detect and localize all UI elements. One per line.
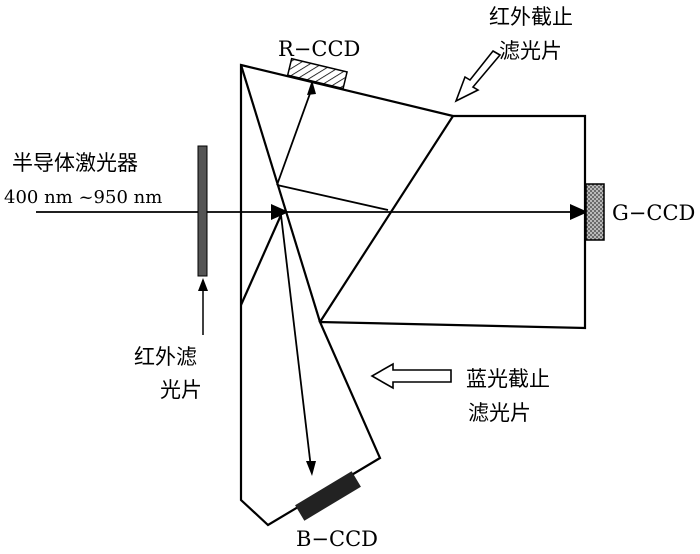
ir-cut-label-line2: 滤光片 [499,39,562,63]
prism-boundary-main [239,64,322,323]
blue-cut-label-line1: 蓝光截止 [466,367,550,391]
r-ccd-label: R−CCD [278,37,360,61]
r-ccd-sensor [286,57,348,90]
ir-cut-label-line1: 红外截止 [489,5,573,29]
ray-to-r-ccd [276,87,313,186]
red-filter-label-line1: 红外滤 [134,345,197,369]
blue-cut-arrow [370,362,452,390]
wavelength-label: 400 nm ~950 nm [4,187,162,208]
arrowhead-beam-end [570,204,588,220]
ray-upper-reflect [276,184,389,211]
b-ccd-sensor [295,471,361,521]
red-filter-label-line2: 光片 [160,378,202,402]
prism-boundary-lower [239,214,283,306]
laser-label: 半导体激光器 [12,151,138,175]
ir-cut-arrow [454,49,502,103]
red-filter-bar [197,145,208,277]
arrowhead-beam-mid [271,204,289,220]
prism-boundary-second [319,115,454,323]
b-ccd-label: B−CCD [296,527,378,551]
g-ccd-label: G−CCD [612,201,695,225]
prism-outline [239,63,587,527]
ray-to-b-ccd [280,214,312,469]
red-filter-arrowhead [198,278,208,291]
g-ccd-sensor [585,183,605,241]
arrowhead-r-ccd [307,80,316,95]
blue-cut-label-line2: 滤光片 [468,401,531,425]
arrowhead-b-ccd [306,461,316,476]
